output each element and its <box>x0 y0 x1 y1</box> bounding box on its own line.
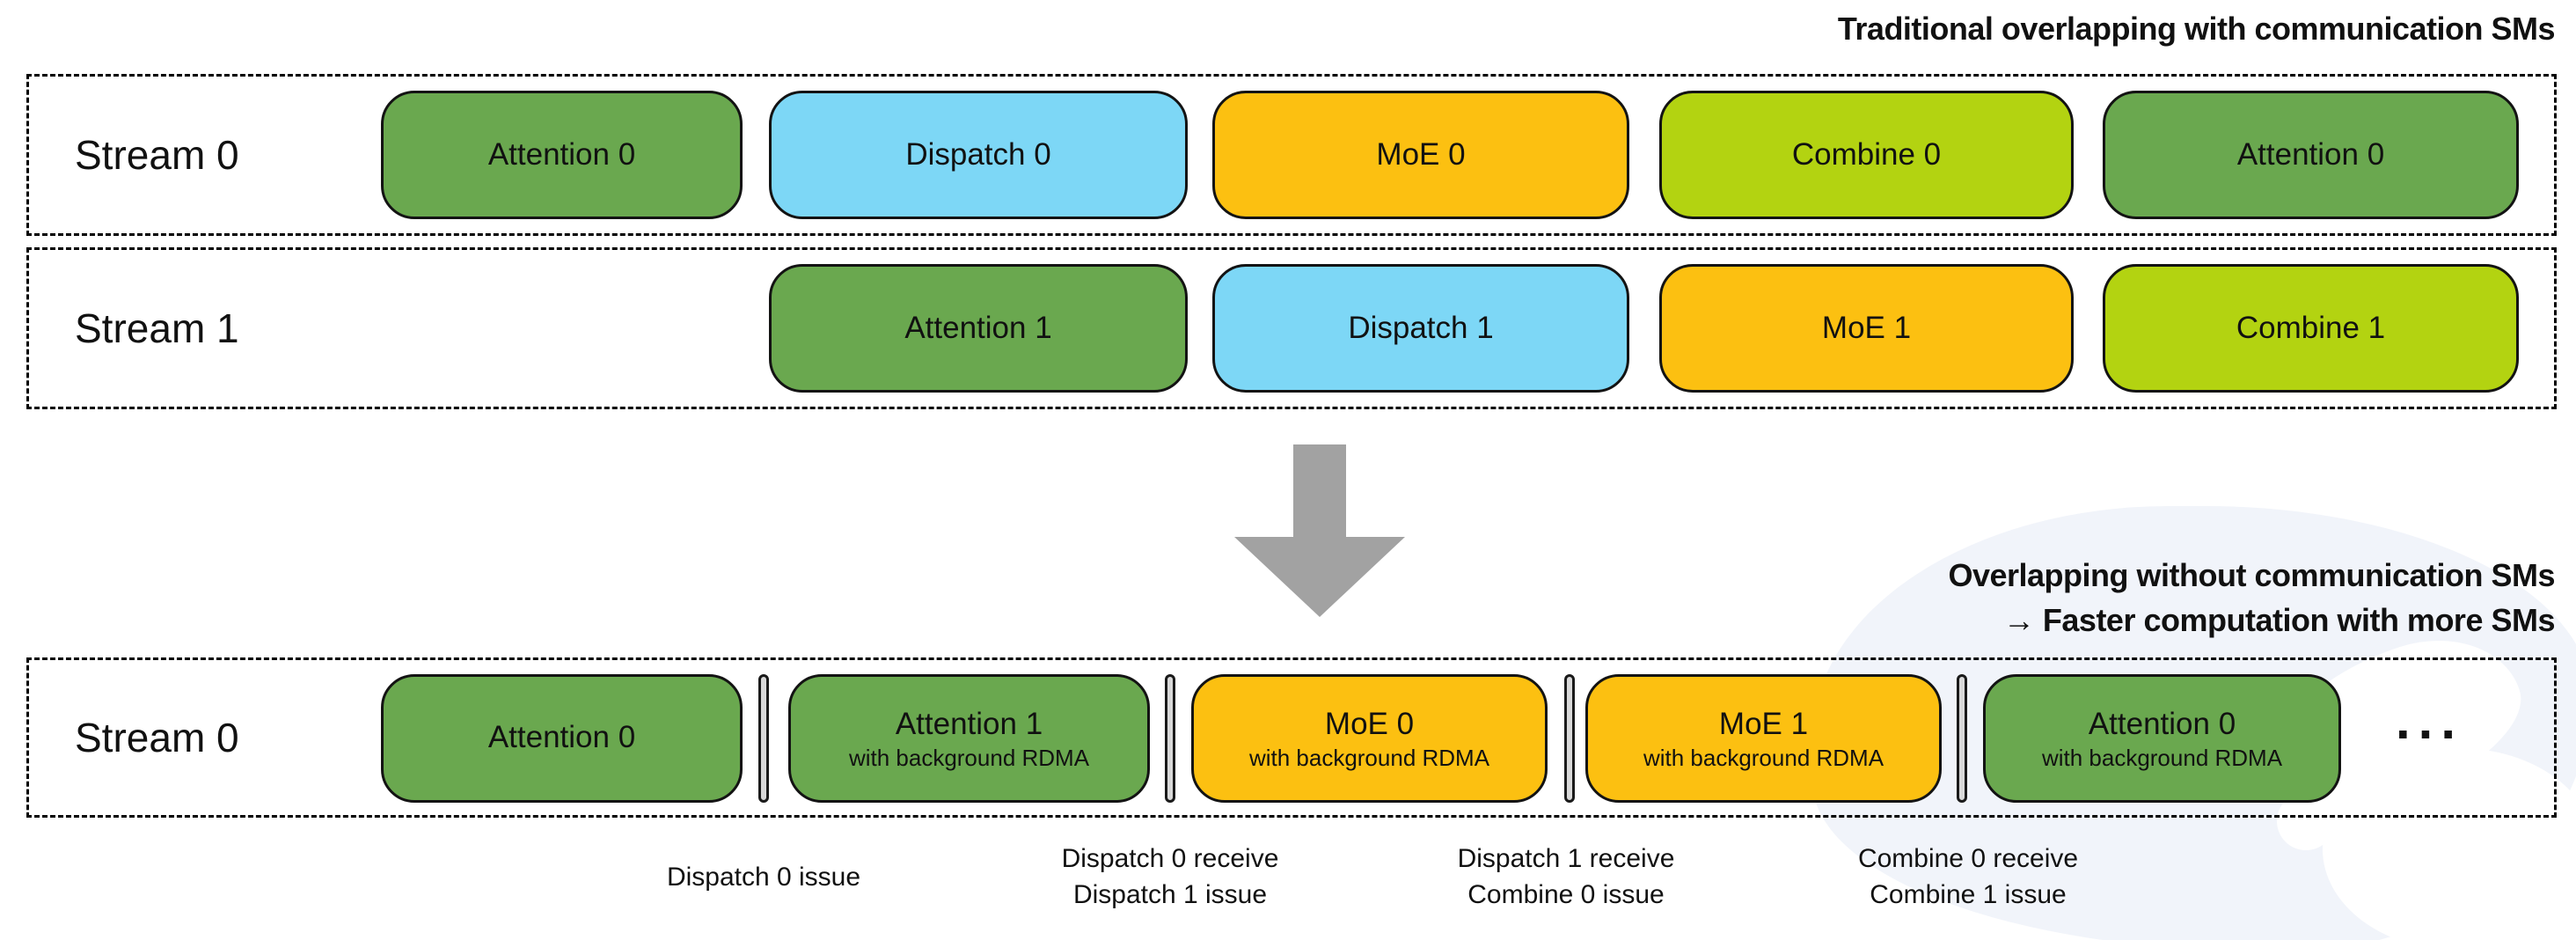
stream-0-fused-label: Stream 0 <box>75 715 239 760</box>
continuation-ellipsis: ... <box>2396 691 2464 750</box>
block-moe-1-rdma: MoE 1 with background RDMA <box>1585 674 1942 803</box>
stream-separator-1 <box>758 674 769 803</box>
block-combine-1: Combine 1 <box>2103 264 2519 393</box>
stream-separator-2 <box>1165 674 1175 803</box>
annotation-dispatch0-issue: Dispatch 0 issue <box>666 862 861 892</box>
stream-separator-4 <box>1957 674 1967 803</box>
stream-0-row-fused: Stream 0 Attention 0 Attention 1 with ba… <box>26 657 2557 818</box>
title-traditional-overlapping: Traditional overlapping with communicati… <box>1837 11 2556 47</box>
block-attention-1: Attention 1 <box>769 264 1188 393</box>
watermark-highlight-2 <box>2323 748 2576 940</box>
block-moe-0: MoE 0 <box>1212 91 1629 219</box>
annotation-dispatch1-receive: Dispatch 1 receive Combine 0 issue <box>1457 844 1675 909</box>
stream-0-row-traditional: Stream 0 Attention 0 Dispatch 0 MoE 0 Co… <box>26 74 2557 236</box>
block-moe-1: MoE 1 <box>1659 264 2074 393</box>
stream-0-label: Stream 0 <box>75 132 239 178</box>
annotation-dispatch0-receive: Dispatch 0 receive Dispatch 1 issue <box>1061 844 1279 909</box>
block-dispatch-0: Dispatch 0 <box>769 91 1188 219</box>
title-overlapping-line1: Overlapping without communication SMs <box>1948 557 2555 593</box>
stream-separator-3 <box>1564 674 1575 803</box>
block-attention-0: Attention 0 <box>381 91 743 219</box>
stream-1-row-traditional: Stream 1 Attention 1 Dispatch 1 MoE 1 Co… <box>26 247 2557 409</box>
block-attention-0-next-rdma: Attention 0 with background RDMA <box>1983 674 2341 803</box>
block-attention-0-fused: Attention 0 <box>381 674 743 803</box>
block-combine-0: Combine 0 <box>1659 91 2074 219</box>
title-overlapping-line2: → Faster computation with more SMs <box>2002 602 2556 638</box>
down-arrow-icon <box>1234 444 1405 617</box>
stream-1-label: Stream 1 <box>75 305 239 351</box>
block-dispatch-1: Dispatch 1 <box>1212 264 1629 393</box>
block-attention-0-next: Attention 0 <box>2103 91 2519 219</box>
title-overlapping-without-sms: Overlapping without communication SMs → … <box>1948 553 2555 643</box>
block-attention-1-rdma: Attention 1 with background RDMA <box>788 674 1150 803</box>
block-moe-0-rdma: MoE 0 with background RDMA <box>1191 674 1548 803</box>
annotation-combine0-receive: Combine 0 receive Combine 1 issue <box>1857 844 2079 909</box>
